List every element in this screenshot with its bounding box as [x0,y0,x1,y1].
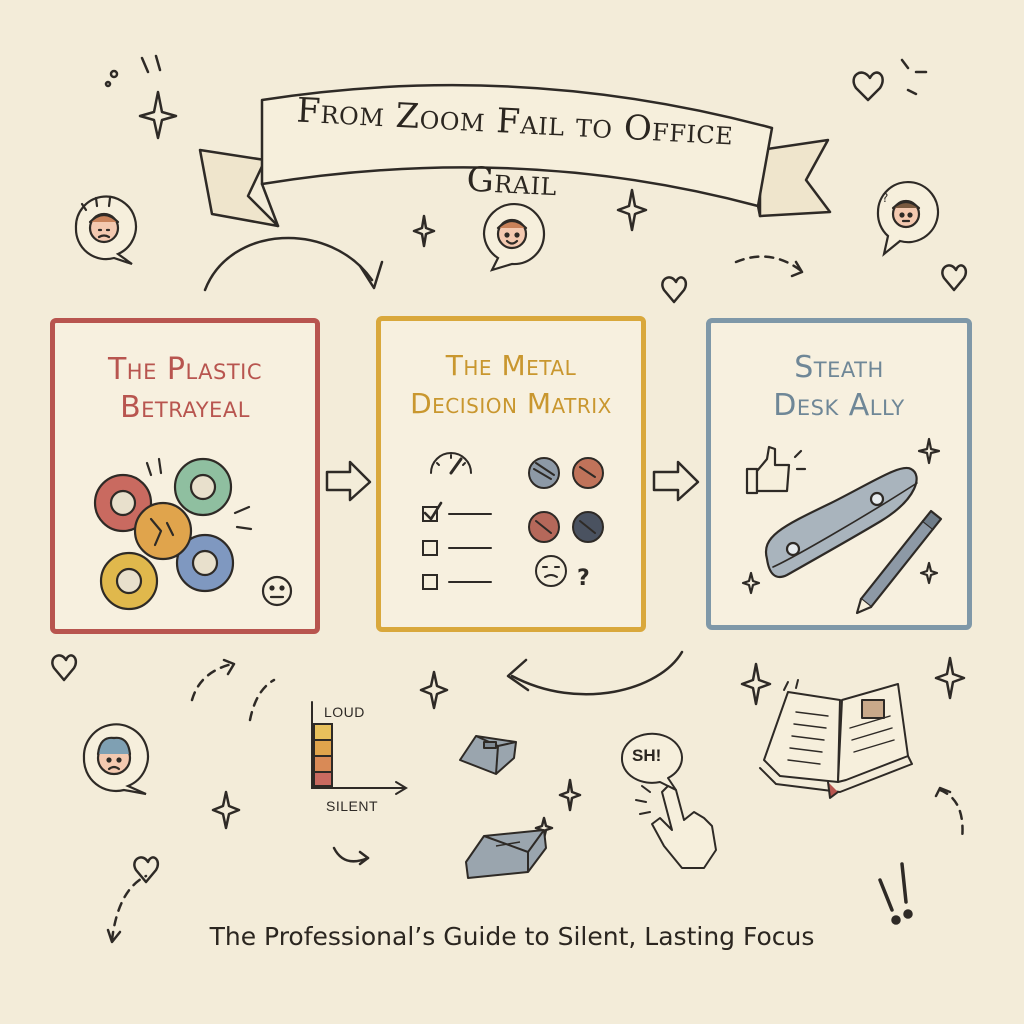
fidget-spinner-icon [93,457,235,611]
panel-metal-decision-matrix: The Metal Decision Matrix [376,316,646,632]
material-swatch-icons [528,457,604,543]
sad-face-icon [261,575,293,607]
curved-arrow-bottom [510,650,684,696]
face-bubble-frustrated [74,195,138,266]
pointing-hand-icon [635,785,717,869]
fidget-spinner-illustration [93,457,293,611]
face-bubble-thinking: ? [876,181,940,257]
pen-icon [855,509,943,615]
thumbs-up-icon [745,445,807,495]
thinking-face-icon [535,555,567,587]
noise-meter-loud-label: LOUD [324,704,365,720]
face-bubble-sad [82,723,150,796]
speech-bubble-text: SH! [632,746,662,765]
speech-bubble-shape [620,732,683,791]
panel-ally-title-line1: Steath [794,350,884,385]
curved-arrow-top [203,236,374,292]
footer-tagline: The Professional’s Guide to Silent, Last… [209,922,815,951]
panel-matrix-title-line2: Decision Matrix [410,387,612,420]
noise-meter-silent-label: SILENT [326,798,379,814]
panel-matrix-title-line1: The Metal [445,349,577,382]
desk-ally-illustration [741,437,943,615]
panel-ally-title-line2: Desk Ally [773,388,905,423]
metal-bar-icon [465,829,547,879]
panel-plastic-title-line1: The Plastic [107,352,263,387]
decision-matrix-illustration: ? [422,452,604,591]
matrix-question-mark: ? [577,566,590,591]
arrow-matrix-to-ally [652,460,700,502]
open-book-icon [759,679,913,799]
panel-stealth-desk-ally: Steath Desk Ally [706,318,972,630]
svg-text:?: ? [882,191,888,205]
panel-matrix-title: The Metal Decision Matrix [381,347,641,423]
banner-ribbon [198,83,832,228]
face-bubble-happy [482,203,546,272]
gauge-icon [430,452,472,475]
metal-bar-icon [459,735,517,775]
arrow-plastic-to-matrix [325,460,372,502]
checklist-icon [422,501,492,590]
panel-plastic-title: The Plastic Betrayeal [55,351,315,427]
metal-pocket-tool-icon [764,466,918,579]
panel-plastic-title-line2: Betrayeal [120,390,250,425]
panel-ally-title: Steath Desk Ally [711,349,967,425]
panel-plastic-betrayal: The Plastic Betrayeal [50,318,320,634]
